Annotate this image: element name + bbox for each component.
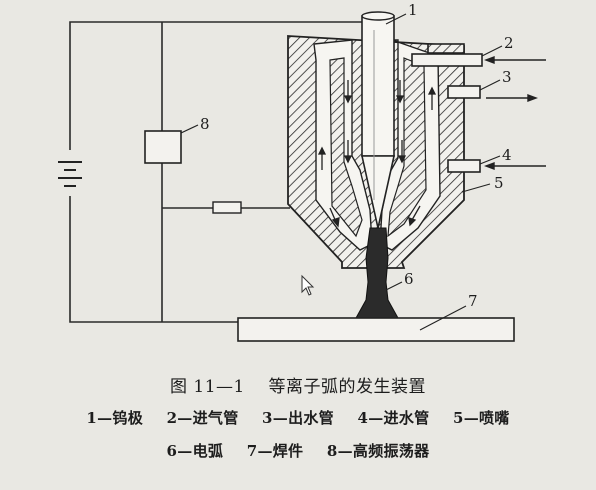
battery-symbol xyxy=(56,150,84,196)
legend-item: 1—钨极 xyxy=(86,409,144,427)
legend-item: 2—进气管 xyxy=(166,409,239,427)
callout-1: 1 xyxy=(408,1,418,19)
resistor xyxy=(212,201,242,214)
flow-arrows xyxy=(317,80,437,228)
workpiece xyxy=(237,317,515,342)
caption-title: 等离子弧的发生装置 xyxy=(268,377,426,397)
leader-lines xyxy=(385,13,503,331)
oscillator-box xyxy=(144,130,182,164)
legend-item: 4—进水管 xyxy=(357,409,430,427)
figure-caption: 图 11—1 等离子弧的发生装置 xyxy=(0,372,596,397)
legend-item: 6—电弧 xyxy=(166,442,224,460)
callout-2: 2 xyxy=(504,34,514,52)
callout-4: 4 xyxy=(502,146,512,164)
callout-7: 7 xyxy=(468,292,478,310)
callout-3: 3 xyxy=(502,68,512,86)
plasma-arc-diagram: 1 2 3 4 5 6 7 8 xyxy=(56,1,546,342)
callout-6: 6 xyxy=(404,270,414,288)
legend-item: 7—焊件 xyxy=(246,442,304,460)
callout-8: 8 xyxy=(200,115,210,133)
legend-row-2: 6—电弧 7—焊件 8—高频振荡器 xyxy=(0,440,596,461)
legend-item: 8—高频振荡器 xyxy=(326,442,430,460)
tungsten-electrode xyxy=(361,11,395,229)
pipe-arrows xyxy=(484,55,546,171)
mouse-cursor-icon xyxy=(301,274,315,296)
callout-5: 5 xyxy=(494,174,504,192)
pipes xyxy=(411,43,483,173)
legend-row-1: 1—钨极 2—进气管 3—出水管 4—进水管 5—喷嘴 xyxy=(0,407,596,428)
legend-item: 3—出水管 xyxy=(262,409,334,427)
legend-item: 5—喷嘴 xyxy=(452,409,510,427)
caption-number: 图 11—1 xyxy=(170,377,245,397)
